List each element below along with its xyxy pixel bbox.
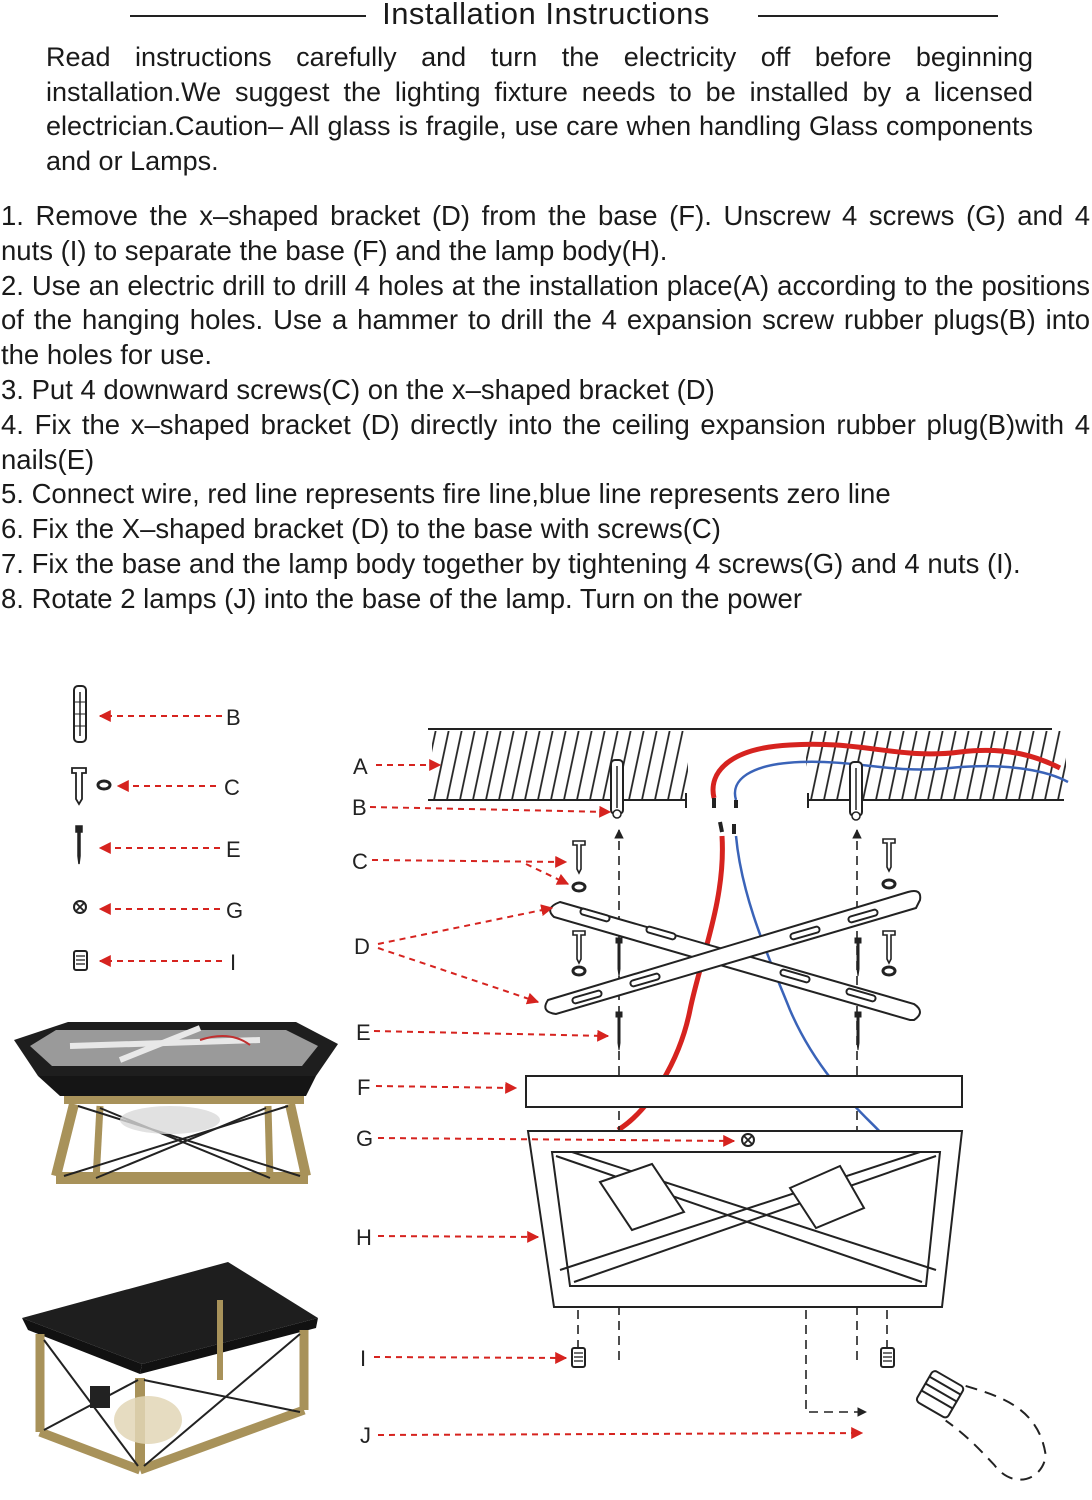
label-g: G bbox=[356, 1126, 373, 1151]
bottom-nuts bbox=[571, 1347, 895, 1368]
fixture-photo-top-view bbox=[14, 1022, 338, 1184]
label-j: J bbox=[360, 1423, 371, 1448]
bracket-nails bbox=[615, 937, 862, 1051]
steps-list: 1. Remove the x–shaped bracket (D) from … bbox=[1, 199, 1090, 617]
step-6: 6. Fix the X–shaped bracket (D) to the b… bbox=[1, 513, 721, 545]
page-title: Installation Instructions bbox=[0, 0, 1092, 32]
step-8: 8. Rotate 2 lamps (J) into the base of t… bbox=[1, 582, 802, 614]
step-2: 2. Use an electric drill to drill 4 hole… bbox=[1, 269, 1090, 371]
nail-icon bbox=[75, 825, 83, 865]
legend-nail-e: E bbox=[75, 825, 241, 865]
label-c: C bbox=[352, 849, 368, 874]
label-e: E bbox=[356, 1020, 371, 1045]
step-7: 7. Fix the base and the lamp body togeth… bbox=[1, 547, 1021, 579]
step-3: 3. Put 4 downward screws(C) on the x–sha… bbox=[1, 373, 715, 405]
cross-screw-head-icon bbox=[73, 900, 87, 914]
intro-paragraph: Read instructions carefully and turn the… bbox=[46, 42, 1033, 176]
label-h: H bbox=[356, 1225, 372, 1250]
lamp-body-h bbox=[526, 1130, 964, 1308]
label-d: D bbox=[354, 934, 370, 959]
bracket-screws bbox=[571, 838, 897, 977]
legend-screw-c: C bbox=[71, 767, 240, 806]
title-rule-left bbox=[130, 15, 366, 17]
screw-icon bbox=[71, 767, 112, 806]
ceiling-plug-left bbox=[610, 759, 624, 819]
legend-screw-g: G bbox=[73, 898, 243, 923]
legend-label-i: I bbox=[230, 950, 236, 975]
step-5: 5. Connect wire, red line represents fir… bbox=[1, 478, 891, 510]
legend-label-c: C bbox=[224, 775, 240, 800]
step-1: 1. Remove the x–shaped bracket (D) from … bbox=[1, 200, 1090, 266]
base-plate-f bbox=[525, 1075, 963, 1108]
fixture-photo-side-view bbox=[22, 1262, 318, 1475]
ceiling-a bbox=[428, 728, 1066, 808]
label-b: B bbox=[352, 795, 367, 820]
step-4: 4. Fix the x–shaped bracket (D) directly… bbox=[1, 408, 1090, 475]
legend-plug-b: B bbox=[73, 685, 241, 743]
legend-label-g: G bbox=[226, 898, 243, 923]
ceiling-plug-right bbox=[849, 761, 863, 821]
legend-label-b: B bbox=[226, 705, 241, 730]
x-bracket-d bbox=[544, 890, 922, 1021]
legend-label-e: E bbox=[226, 837, 241, 862]
title-rule-right bbox=[758, 15, 998, 17]
label-a: A bbox=[353, 754, 368, 779]
nut-icon bbox=[73, 950, 88, 971]
label-i: I bbox=[360, 1346, 366, 1371]
title-row: Installation Instructions bbox=[0, 0, 1092, 34]
label-f: F bbox=[357, 1075, 370, 1100]
diagram-arrows bbox=[369, 759, 864, 1440]
legend-nut-i: I bbox=[73, 950, 236, 975]
light-bulb-icon bbox=[915, 1370, 1047, 1481]
rubber-plug-icon bbox=[73, 685, 87, 743]
